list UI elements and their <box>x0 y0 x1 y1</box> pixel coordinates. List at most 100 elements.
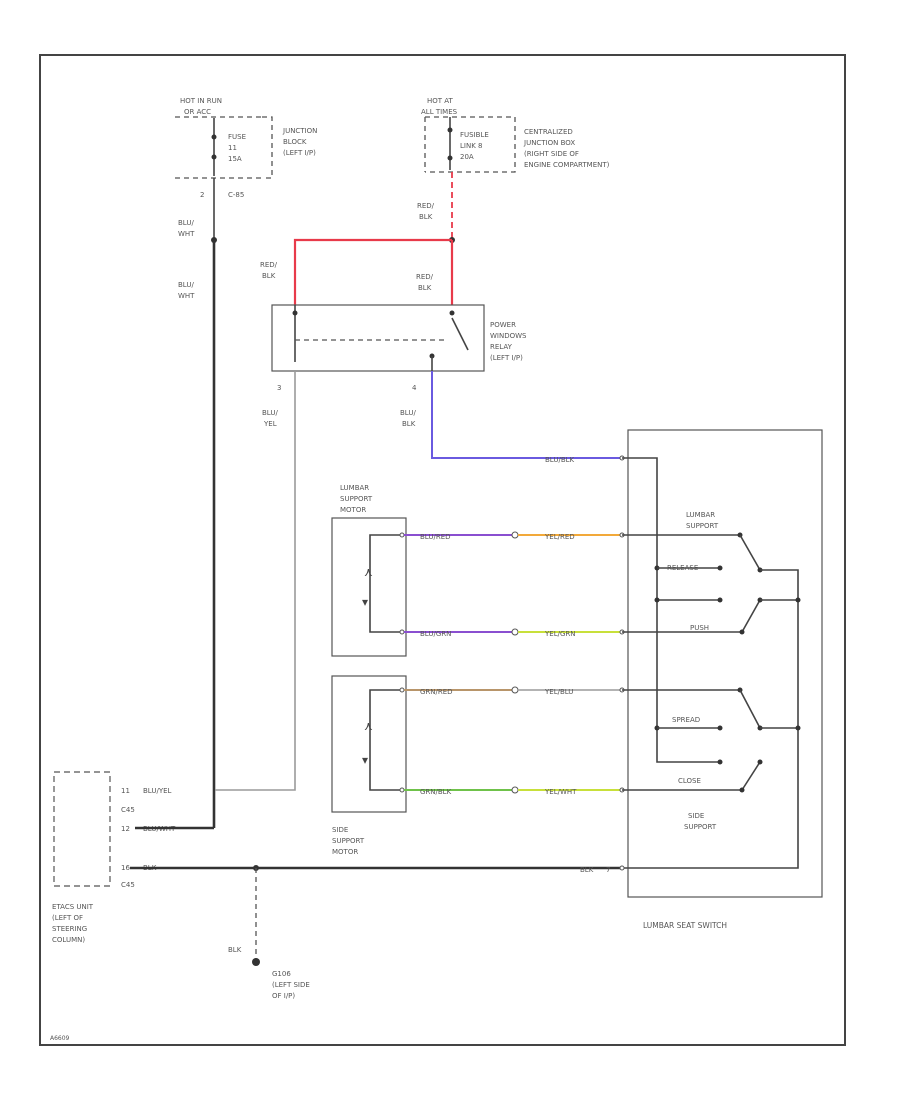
yel-blu-label: YEL/BLU <box>544 688 573 696</box>
yel-grn-label: YEL/GRN <box>544 630 575 638</box>
ground-bus-node-2 <box>795 725 801 731</box>
switch-housing <box>627 429 823 898</box>
blu-wht-label-2a: BLU/ <box>178 281 194 289</box>
side-motor-label-1: SIDE <box>332 826 348 834</box>
switch-label-lumbar-1: LUMBAR <box>686 511 715 519</box>
lumbar-motor-box <box>331 517 407 657</box>
relay-label-2: WINDOWS <box>490 332 527 340</box>
relay-label-3: RELAY <box>490 343 513 351</box>
fusible-link-terminal-bottom <box>447 155 453 161</box>
side-sw-blade-1 <box>739 689 761 729</box>
blu-blk-label-a: BLU/ <box>400 409 416 417</box>
connector-side-1 <box>511 686 519 694</box>
side-motor-pin-1 <box>399 687 405 693</box>
side-motor-label-2: SUPPORT <box>332 837 365 845</box>
relay-label-4: (LEFT I/P) <box>490 354 523 362</box>
lumbar-motor-label-3: MOTOR <box>340 506 366 514</box>
pin-2-label: 2 <box>200 191 204 199</box>
connector-side-2 <box>511 786 519 794</box>
ground-label-1: G106 <box>272 970 291 978</box>
ground-g106-icon <box>252 958 260 966</box>
side-sw-spread-contact <box>717 725 723 731</box>
etacs-label-1: ETACS UNIT <box>52 903 94 911</box>
connector-c85-label: C-85 <box>228 191 244 199</box>
lumbar-sw-contact-bottom <box>739 629 745 635</box>
run-power-feed: HOT IN RUN OR ACC FUSE 11 15A JUNCTION B… <box>175 97 317 828</box>
etacs-label-2: (LEFT OF <box>52 914 83 922</box>
relay-pin-4: 4 <box>412 384 417 392</box>
junction-block-label-2: BLOCK <box>283 138 307 146</box>
battery-power-feed: HOT AT ALL TIMES FUSIBLE LINK 8 20A CENT… <box>260 97 610 305</box>
fuse-11-terminal-bottom <box>211 154 217 160</box>
lumbar-motor-winding <box>369 534 400 633</box>
side-motor-label-3: MOTOR <box>332 848 358 856</box>
connector-lumbar-2 <box>511 628 519 636</box>
red-blk-label-1a: RED/ <box>417 202 435 210</box>
etacs-label-3: STEERING <box>52 925 87 933</box>
blu-blk-label-b: BLK <box>402 420 416 428</box>
fuse-label-3: 15A <box>228 155 242 163</box>
fusible-label-1: FUSIBLE <box>460 131 489 139</box>
relay-terminal-1 <box>292 310 298 316</box>
blu-wht-label-2b: WHT <box>178 292 195 300</box>
switch-label-spread: SPREAD <box>672 716 700 724</box>
switch-label-push: PUSH <box>690 624 709 632</box>
red-blk-label-3a: RED/ <box>416 273 434 281</box>
etacs-pin-12: 12 <box>121 825 130 833</box>
switch-label-release: RELEASE <box>667 564 698 572</box>
lumbar-motor-arrow-icon: ⋏ <box>364 565 373 579</box>
diagram-frame <box>39 54 846 1046</box>
lumbar-sw-release-contact <box>717 565 723 571</box>
hot-run-label-1: HOT IN RUN <box>180 97 222 105</box>
fusible-label-2: LINK 8 <box>460 142 482 150</box>
red-blk-label-2b: BLK <box>262 272 276 280</box>
junction-block-bracket <box>262 116 273 179</box>
wire-blu-yel-left: BLU/YEL <box>143 787 172 795</box>
red-blk-label-3b: BLK <box>418 284 432 292</box>
yel-red-label: YEL/RED <box>544 533 575 541</box>
switch-feed-bus <box>622 457 720 763</box>
side-motor-symbol-icon: ▾ <box>362 753 368 767</box>
etacs-label-4: COLUMN) <box>52 936 85 944</box>
side-support-label-1: SIDE <box>688 812 704 820</box>
power-windows-relay: POWER WINDOWS RELAY (LEFT I/P) 3 4 <box>271 304 527 392</box>
switch-label-close: CLOSE <box>678 777 701 785</box>
blu-yel-label-b: YEL <box>263 420 277 428</box>
blu-wht-label-1b: WHT <box>178 230 195 238</box>
grn-blk-label: GRN/BLK <box>420 788 452 796</box>
lumbar-seat-switch: LUMBAR SUPPORT RELEASE PUSH SPREAD CLOSE… <box>622 429 823 930</box>
central-jb-label-3: (RIGHT SIDE OF <box>524 150 579 158</box>
switch-pin-7: 7 <box>606 866 610 874</box>
hot-run-label-2: OR ACC <box>184 108 211 116</box>
lumbar-sw-blade-2 <box>741 599 761 633</box>
switch-title: LUMBAR SEAT SWITCH <box>643 921 727 930</box>
relay-pin-3: 3 <box>277 384 281 392</box>
side-motor-box <box>331 675 407 813</box>
etacs-pin-16: 16 <box>121 864 130 872</box>
lumbar-motor-pin-2 <box>399 629 405 635</box>
lumbar-sw-mid-contact-a <box>654 597 660 603</box>
central-jb-boundary <box>425 116 516 173</box>
side-support-motor: ⋏ ▾ SIDE SUPPORT MOTOR <box>331 675 407 856</box>
blu-red-label: BLU/RED <box>420 533 451 541</box>
ground-label-3: OF I/P) <box>272 992 295 1000</box>
red-blk-label-1b: BLK <box>419 213 433 221</box>
blu-blk-wire <box>431 371 620 459</box>
side-sw-pivot-2 <box>757 759 763 765</box>
relay-terminal-2 <box>449 310 455 316</box>
lumbar-motor-label-1: LUMBAR <box>340 484 369 492</box>
lumbar-motor-label-2: SUPPORT <box>340 495 373 503</box>
hot-at-label-2: ALL TIMES <box>421 108 458 116</box>
side-sw-contact-bottom <box>739 787 745 793</box>
blu-yel-label-a: BLU/ <box>262 409 278 417</box>
lumbar-sw-blade-1 <box>739 534 761 571</box>
blu-wht-label-1a: BLU/ <box>178 219 194 227</box>
central-jb-label-4: ENGINE COMPARTMENT) <box>524 161 610 169</box>
side-motor-pin-2 <box>399 787 405 793</box>
fuse-label-2: 11 <box>228 144 237 152</box>
side-support-label-2: SUPPORT <box>684 823 717 831</box>
junction-block-label-1: JUNCTION <box>282 127 317 135</box>
central-jb-label-2: JUNCTION BOX <box>523 139 575 147</box>
relay-body <box>271 304 485 372</box>
fusible-label-3: 20A <box>460 153 474 161</box>
